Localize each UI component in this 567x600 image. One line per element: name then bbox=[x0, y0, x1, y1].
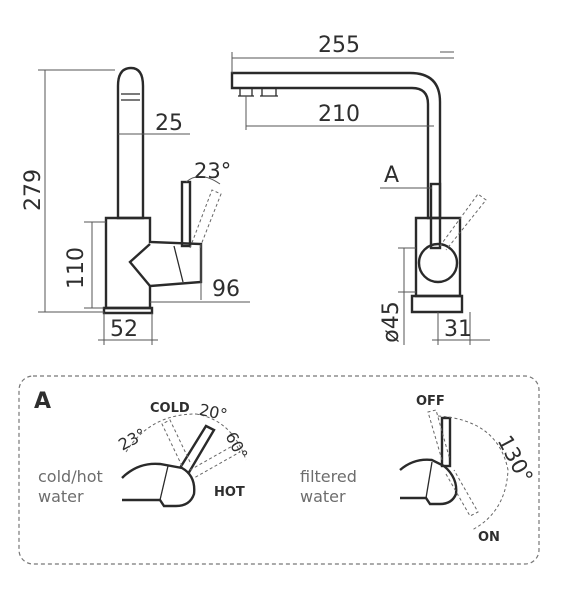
front-lever-tilted bbox=[439, 193, 487, 251]
dim-210-label: 210 bbox=[318, 102, 360, 127]
caption-cold-hot-line1: cold/hot bbox=[38, 467, 103, 486]
cold-label: COLD bbox=[150, 401, 190, 416]
dim-31-label: 31 bbox=[444, 317, 472, 342]
detail-panel: A 23° COLD 20° 60° HOT cold/hot water bbox=[18, 375, 540, 565]
detail-lever-left bbox=[178, 424, 216, 475]
detail-lever-hot-pos bbox=[189, 443, 241, 479]
front-lever bbox=[429, 182, 442, 250]
dim-110-lines bbox=[84, 221, 106, 309]
dim-96-label: 96 bbox=[212, 277, 240, 302]
on-label: ON bbox=[478, 530, 500, 545]
detail-frame bbox=[18, 375, 540, 565]
side-aerator bbox=[121, 93, 140, 101]
dim-52-lines bbox=[98, 313, 158, 345]
detail-lever-on-pos bbox=[445, 469, 479, 517]
detail-body-right bbox=[399, 458, 458, 506]
dim-279-label: 279 bbox=[21, 169, 46, 211]
detail-joint-left bbox=[159, 465, 169, 501]
detail-lever-off-pos bbox=[427, 409, 451, 461]
side-view: 279 110 25 23° 96 52 bbox=[21, 66, 250, 345]
dim-255-label: 255 bbox=[318, 33, 360, 58]
detail-lever-right bbox=[440, 416, 452, 468]
off-label: OFF bbox=[416, 394, 445, 409]
side-lever-tilted bbox=[189, 189, 222, 251]
side-lever-joint bbox=[173, 245, 184, 283]
side-lever bbox=[180, 180, 192, 248]
front-lever-knob bbox=[417, 242, 459, 284]
hot-label: HOT bbox=[214, 485, 245, 500]
dim-45-lines bbox=[398, 247, 416, 345]
front-base bbox=[410, 294, 464, 314]
angle-23-detail: 23° bbox=[115, 424, 149, 454]
side-lever-housing bbox=[128, 243, 151, 287]
caption-cold-hot-line2: water bbox=[38, 487, 84, 506]
front-spout bbox=[230, 71, 442, 220]
arc-130 bbox=[437, 415, 509, 531]
angle-60-detail: 60° bbox=[221, 429, 251, 463]
angle-20-detail: 20° bbox=[197, 400, 229, 424]
dim-110-label: 110 bbox=[64, 247, 89, 289]
angle-23-arc bbox=[185, 176, 221, 185]
front-aerator-2 bbox=[260, 88, 278, 97]
dim-25-label: 25 bbox=[155, 111, 183, 136]
side-body bbox=[104, 216, 203, 310]
dim-255-lines bbox=[231, 51, 454, 73]
detail-cold-hot-faucet: 23° COLD 20° 60° HOT bbox=[115, 400, 252, 508]
dim-279-lines bbox=[38, 69, 115, 313]
detail-body-left bbox=[121, 462, 196, 508]
side-base bbox=[102, 306, 154, 315]
dim-52-label: 52 bbox=[110, 317, 138, 342]
dim-210-lines bbox=[245, 96, 434, 130]
dim-45-label: ø45 bbox=[379, 301, 404, 342]
dim-96-lines bbox=[150, 244, 250, 303]
side-spout bbox=[116, 66, 145, 220]
angle-23-label: 23° bbox=[194, 159, 231, 183]
caption-filtered-line2: water bbox=[300, 487, 346, 506]
detail-label: A bbox=[34, 389, 51, 414]
dim-31-lines bbox=[432, 312, 490, 345]
angle-130-detail: 130° bbox=[493, 431, 538, 487]
detail-lever-cold-pos bbox=[161, 419, 191, 467]
caption-filtered-line1: filtered bbox=[300, 467, 357, 486]
detail-joint-right bbox=[425, 461, 433, 499]
detail-filtered-faucet: OFF 130° ON bbox=[399, 394, 538, 545]
arc-60-left bbox=[195, 413, 247, 461]
callout-A-label: A bbox=[384, 163, 399, 188]
front-view: 255 210 A ø45 31 bbox=[230, 33, 490, 345]
arc-23-left bbox=[125, 413, 197, 453]
